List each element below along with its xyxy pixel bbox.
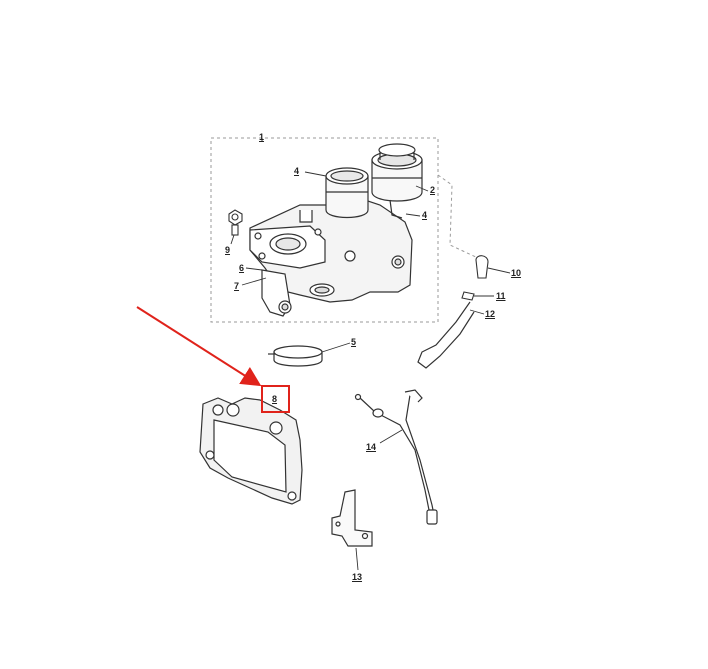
highlight-box [261,385,290,413]
callout-4-right: 4 [422,210,428,220]
assembly-group-box [210,137,439,323]
callout-11: 11 [496,291,506,301]
callout-12: 12 [485,309,496,319]
sensor-harness-14 [354,389,438,525]
callout-1: 1 [259,132,265,142]
water-outlet-housing [249,194,413,317]
outlet-pipe-left [325,167,369,219]
callout-14: 14 [366,442,377,452]
callout-5: 5 [351,337,357,347]
bolt-9 [228,209,243,236]
callout-4-left: 4 [294,166,300,176]
hose-connector-dashed [437,174,479,259]
leader-lines [230,171,511,571]
callout-6: 6 [239,263,245,273]
callout-9: 9 [225,245,231,255]
gasket-8 [199,397,303,505]
callout-10: 10 [511,268,522,278]
clip-11 [461,291,475,301]
callout-2: 2 [430,185,436,195]
callout-7: 7 [234,281,240,291]
callout-8: 8 [272,394,278,404]
connector-10 [475,255,489,279]
coolant-hose-12 [417,301,475,369]
callout-13: 13 [352,572,363,582]
hose-clamp-5 [268,345,323,367]
bracket-13 [331,489,373,547]
outlet-pipe-right [371,143,423,219]
highlight-arrow [136,306,262,387]
